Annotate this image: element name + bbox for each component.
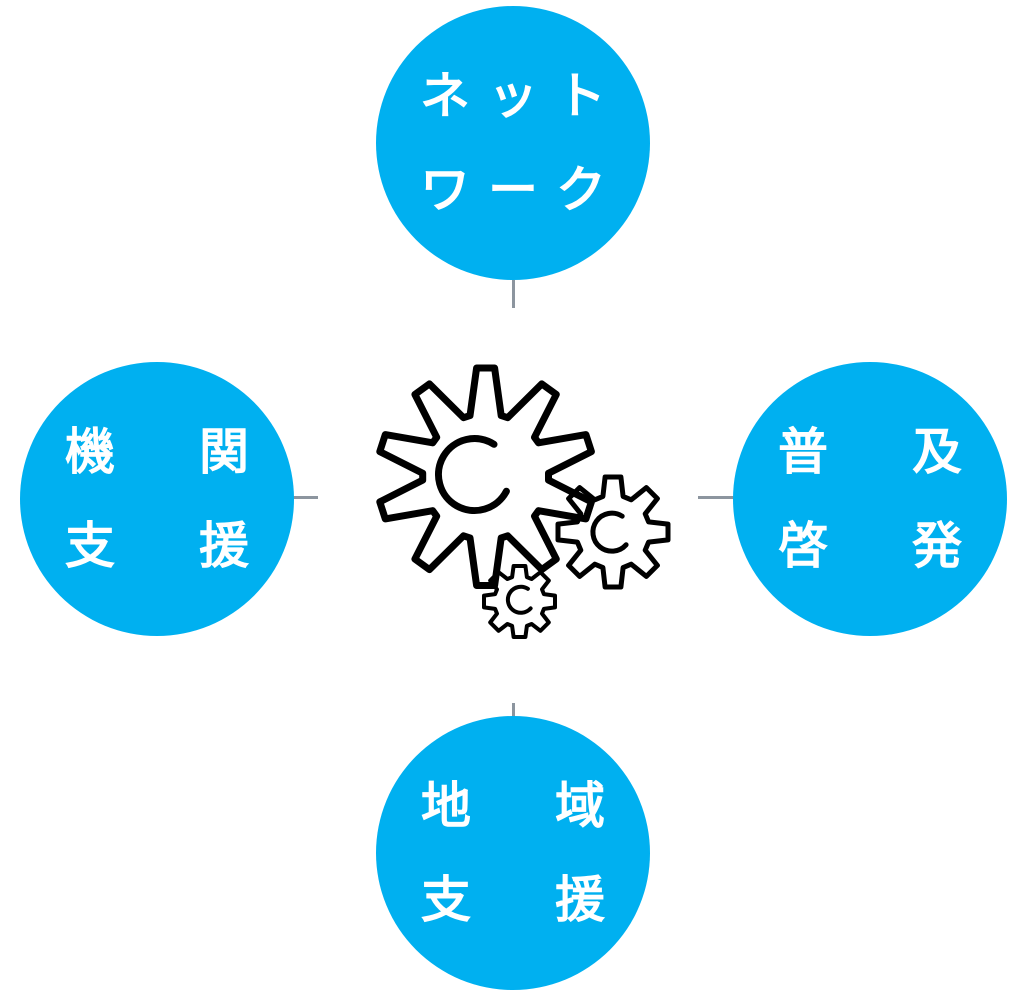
large-gear-hub-icon: [435, 435, 510, 515]
node-institution-support-line-2: 支 援: [65, 516, 249, 576]
node-regional-support-char: 地: [421, 777, 471, 835]
node-awareness-char: 発: [912, 517, 962, 575]
node-awareness-char: 及: [912, 423, 962, 481]
node-regional-support-line-2: 支 援: [421, 870, 605, 930]
medium-gear-hub-icon: [590, 510, 629, 554]
node-institution-support-char: 関: [199, 423, 249, 481]
large-gear-icon: [376, 364, 595, 589]
connector-bottom: [512, 703, 515, 717]
node-awareness-line-1: 普 及: [778, 422, 962, 482]
gears-icon: [376, 364, 671, 639]
node-institution-support-char: 援: [199, 517, 249, 575]
node-regional-support-char: 支: [421, 871, 471, 929]
node-network: ネット ワーク: [376, 6, 650, 280]
node-institution-support: 機 関 支 援: [20, 362, 294, 636]
node-regional-support-line-1: 地 域: [421, 776, 605, 836]
node-awareness-line-2: 啓 発: [778, 516, 962, 576]
node-network-text-2: ワーク: [420, 161, 624, 219]
small-gear-hub-icon: [505, 584, 533, 615]
node-network-line-1: ネット: [402, 66, 624, 126]
connector-top: [512, 280, 515, 308]
connector-right: [698, 496, 735, 499]
node-network-text-1: ネット: [420, 67, 624, 125]
node-network-line-2: ワーク: [402, 160, 624, 220]
node-awareness-char: 普: [778, 423, 828, 481]
node-regional-support-char: 域: [555, 777, 605, 835]
node-institution-support-char: 機: [65, 423, 115, 481]
node-institution-support-char: 支: [65, 517, 115, 575]
node-awareness: 普 及 啓 発: [733, 362, 1007, 636]
node-awareness-char: 啓: [778, 517, 828, 575]
medium-gear-icon: [555, 474, 671, 590]
connector-left: [292, 496, 318, 499]
node-regional-support-char: 援: [555, 871, 605, 929]
node-institution-support-line-1: 機 関: [65, 422, 249, 482]
node-regional-support: 地 域 支 援: [376, 716, 650, 990]
small-gear-icon: [482, 564, 557, 639]
